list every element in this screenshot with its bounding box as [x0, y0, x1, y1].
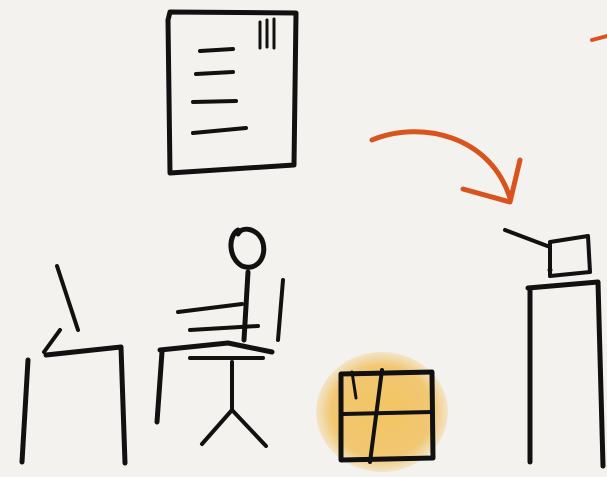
curved-arrow-icon — [372, 36, 607, 202]
cardboard-box-icon — [316, 352, 448, 472]
document-icon — [168, 12, 296, 173]
stick-figure-icon — [178, 229, 283, 340]
computer-tower-icon — [505, 230, 603, 466]
chair-icon — [157, 343, 272, 446]
laptop-icon — [22, 266, 125, 463]
